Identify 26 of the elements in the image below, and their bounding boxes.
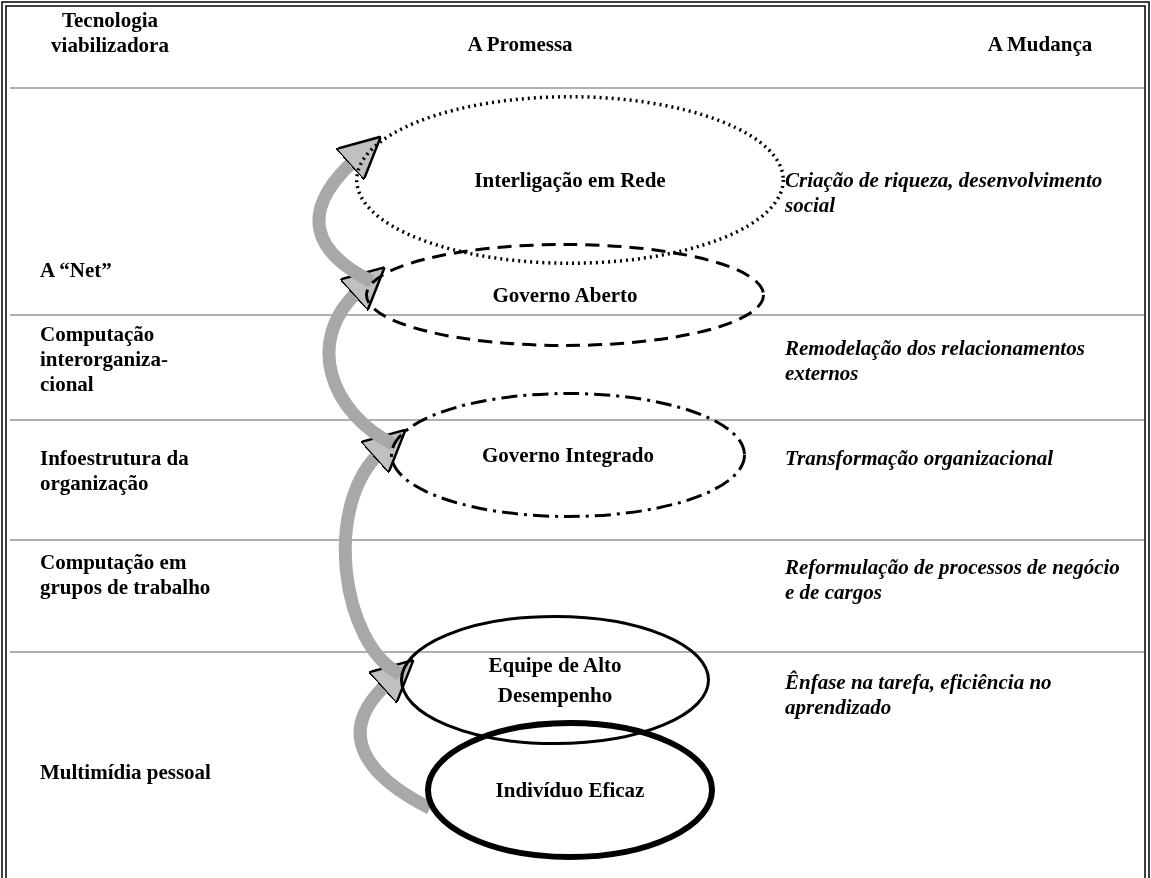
curved-arrow [322,264,396,450]
node-text: Indivíduo Eficaz [494,777,646,804]
ellipse-node [365,243,765,347]
row-label: Infoestrutura da organização [40,446,190,496]
node-text: Equipe de Alto Desempenho [487,652,623,709]
column-header: A Promessa [466,32,574,57]
column-header: A Mudança [986,32,1094,57]
curved-arrow [353,657,433,814]
change-text: Transformação organizacional [785,446,1055,471]
change-text: Ênfase na tarefa, eficiência no aprendizado [785,670,1053,720]
ellipse-node [400,615,710,745]
node-text: Governo Integrado [480,442,656,469]
node-text: Interligação em Rede [473,167,667,194]
row-label: Computação interorganiza-cional [40,322,169,397]
column-header: Tecnologia viabilizadora [50,8,170,58]
curved-arrow [312,134,381,288]
change-text: Criação de riqueza, desenvolvimento social [785,168,1104,218]
node-text: Governo Aberto [491,282,639,309]
ellipse-node [355,95,785,265]
change-text: Reformulação de processos de negócio e de cargos [785,555,1121,605]
row-label: Computação em grupos de trabalho [40,550,212,600]
change-text: Remodelação dos relacionamentos externos [785,336,1086,386]
ellipse-node [390,392,746,518]
ellipse-node [425,720,715,860]
row-label: Multimídia pessoal [40,760,212,785]
row-label: A “Net” [40,258,113,283]
